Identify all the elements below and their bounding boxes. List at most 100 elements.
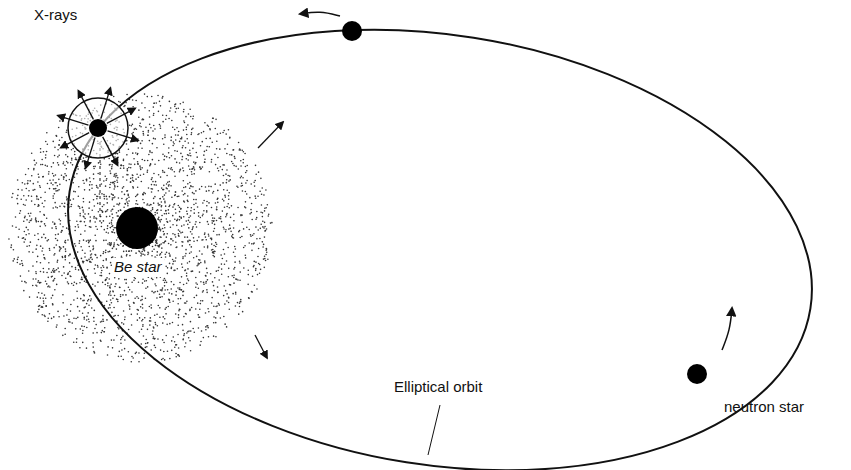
stipple-dot: [178, 347, 180, 349]
stipple-dot: [95, 254, 97, 256]
stipple-dot: [90, 254, 92, 256]
stipple-dot: [195, 221, 197, 223]
stipple-dot: [57, 162, 59, 164]
stipple-dot: [207, 221, 209, 223]
stipple-dot: [249, 197, 251, 199]
stipple-dot: [63, 176, 65, 178]
stipple-dot: [152, 338, 154, 340]
stipple-dot: [142, 304, 144, 306]
stipple-dot: [226, 169, 228, 171]
stipple-dot: [176, 162, 178, 164]
stipple-dot: [183, 180, 185, 182]
stipple-dot: [184, 270, 186, 272]
stipple-dot: [243, 159, 245, 161]
stipple-dot: [139, 165, 141, 167]
stipple-dot: [226, 182, 228, 184]
stipple-dot: [239, 302, 241, 304]
stipple-dot: [164, 137, 166, 139]
stipple-dot: [112, 290, 114, 292]
stipple-dot: [53, 268, 55, 270]
stipple-dot: [183, 291, 185, 293]
stipple-dot: [34, 234, 36, 236]
stipple-dot: [198, 287, 200, 289]
stipple-dot: [151, 191, 153, 193]
stipple-dot: [189, 168, 191, 170]
stipple-dot: [86, 179, 88, 181]
stipple-dot: [56, 326, 58, 328]
stipple-dot: [175, 191, 177, 193]
stipple-dot: [244, 245, 246, 247]
stipple-dot: [166, 188, 168, 190]
stipple-dot: [89, 184, 91, 186]
stipple-dot: [192, 328, 194, 330]
stipple-dot: [203, 200, 205, 202]
stipple-dot: [162, 316, 164, 318]
stipple-dot: [22, 182, 24, 184]
stipple-dot: [99, 275, 101, 277]
stipple-dot: [68, 319, 70, 321]
stipple-dot: [61, 230, 63, 232]
stipple-dot: [77, 224, 79, 226]
stipple-dot: [105, 231, 107, 233]
stipple-dot: [125, 279, 127, 281]
stipple-dot: [193, 167, 195, 169]
stipple-dot: [137, 163, 139, 165]
stipple-dot: [145, 347, 147, 349]
stipple-dot: [168, 147, 170, 149]
stipple-dot: [148, 187, 150, 189]
stipple-dot: [117, 301, 119, 303]
stipple-dot: [39, 226, 41, 228]
stipple-dot: [135, 152, 137, 154]
stipple-dot: [110, 299, 112, 301]
stipple-dot: [103, 204, 105, 206]
stipple-dot: [174, 195, 176, 197]
stipple-dot: [69, 199, 71, 201]
stipple-dot: [118, 278, 120, 280]
stipple-dot: [212, 251, 214, 253]
stipple-dot: [21, 280, 23, 282]
stipple-dot: [64, 328, 66, 330]
stipple-dot: [164, 227, 166, 229]
stipple-dot: [93, 217, 95, 219]
stipple-dot: [17, 189, 19, 191]
stipple-dot: [234, 156, 236, 158]
stipple-dot: [38, 204, 40, 206]
stipple-dot: [265, 189, 267, 191]
stipple-dot: [169, 299, 171, 301]
stipple-dot: [221, 268, 223, 270]
stipple-dot: [41, 293, 43, 295]
stipple-dot: [208, 223, 210, 225]
stipple-dot: [209, 138, 211, 140]
stipple-dot: [91, 209, 93, 211]
stipple-dot: [81, 279, 83, 281]
stipple-dot: [17, 256, 19, 258]
stipple-dot: [174, 341, 176, 343]
stipple-dot: [162, 170, 164, 172]
stipple-dot: [133, 276, 135, 278]
stipple-dot: [233, 237, 235, 239]
stipple-dot: [223, 130, 225, 132]
stipple-dot: [103, 196, 105, 198]
stipple-dot: [82, 300, 84, 302]
stipple-dot: [234, 261, 236, 263]
stipple-dot: [188, 280, 190, 282]
stipple-dot: [244, 153, 246, 155]
stipple-dot: [172, 127, 174, 129]
stipple-dot: [229, 136, 231, 138]
stipple-dot: [109, 187, 111, 189]
stipple-dot: [147, 342, 149, 344]
stipple-dot: [168, 212, 170, 214]
stipple-dot: [17, 259, 19, 261]
stipple-dot: [45, 157, 47, 159]
stipple-dot: [237, 186, 239, 188]
stipple-dot: [212, 281, 214, 283]
stipple-dot: [196, 156, 198, 158]
stipple-dot: [158, 228, 160, 230]
stipple-dot: [89, 177, 91, 179]
stipple-dot: [147, 254, 149, 256]
stipple-dot: [183, 284, 185, 286]
stipple-dot: [166, 218, 168, 220]
stipple-dot: [57, 156, 59, 158]
stipple-dot: [211, 207, 213, 209]
stipple-dot: [94, 272, 96, 274]
